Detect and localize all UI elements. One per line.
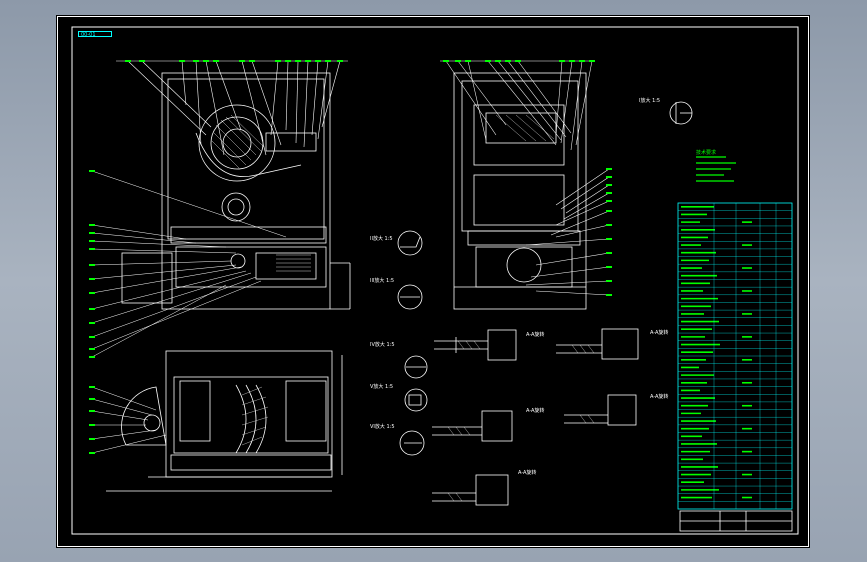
side-view-hatch [495, 114, 555, 142]
view-label-I: I放大 1:5 [639, 98, 661, 104]
top-view-hatch [241, 386, 269, 446]
section-1 [434, 329, 517, 361]
detail-III [397, 284, 423, 310]
view-label-II: II放大 1:5 [370, 236, 393, 242]
section-label-1: A-A旋转 [526, 332, 545, 338]
section-details [432, 328, 639, 506]
section-hatch [447, 340, 595, 502]
section-5 [432, 474, 509, 506]
section-label-5: A-A旋转 [518, 470, 537, 476]
top-view-leaders [91, 386, 167, 454]
section-label-3: A-A旋转 [526, 408, 545, 414]
view-label-V: V放大 1:5 [370, 384, 394, 390]
inner-frame [71, 26, 799, 535]
detail-II [397, 230, 423, 256]
section-4 [564, 394, 637, 426]
side-view [453, 72, 587, 310]
view-label-III: III放大 1:5 [370, 278, 395, 284]
section-2 [556, 328, 639, 360]
cad-drawing [57, 16, 809, 547]
drawing-canvas: 00-01 [56, 15, 810, 548]
callout-markers [89, 60, 612, 454]
front-view-hatch [211, 114, 311, 272]
title-block [679, 510, 793, 532]
top-view [106, 350, 343, 492]
side-view-leaders [440, 60, 610, 296]
section-label-2: A-A旋转 [650, 330, 669, 336]
detail-V [404, 388, 428, 412]
detail-VI [399, 430, 425, 456]
tech-requirements-lines [696, 156, 736, 182]
outer-border [57, 16, 809, 547]
tech-requirements-title: 技术要求 [696, 150, 717, 156]
detail-I [669, 101, 693, 125]
front-view-leaders-left [91, 170, 287, 358]
sheet-tag: 00-01 [78, 31, 112, 38]
detail-IV [404, 355, 428, 379]
view-label-VI: VI放大 1:5 [370, 424, 395, 430]
section-label-4: A-A旋转 [650, 394, 669, 400]
view-label-IV: IV放大 1:5 [370, 342, 395, 348]
section-3 [432, 410, 513, 442]
parts-table [677, 202, 793, 510]
front-view-leaders-top [116, 60, 348, 156]
